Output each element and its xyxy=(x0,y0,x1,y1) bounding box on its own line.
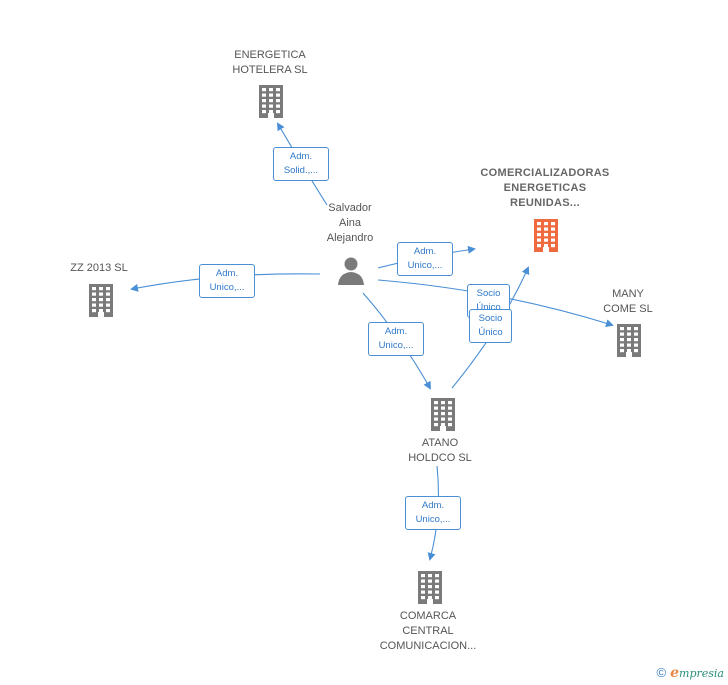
building-icon[interactable] xyxy=(415,570,445,604)
building-icon[interactable] xyxy=(614,323,644,357)
company-label-zz2013[interactable]: ZZ 2013 SL xyxy=(70,262,128,274)
building-icon[interactable] xyxy=(256,84,286,118)
empresia-watermark[interactable]: ©empresia xyxy=(657,665,724,681)
relation-label-zz2013[interactable]: Adm.Unico,... xyxy=(199,264,255,298)
relation-label-comarca[interactable]: Adm.Unico,... xyxy=(405,496,461,530)
relation-label-comercializadoras[interactable]: Adm.Unico,... xyxy=(397,242,453,276)
relation-label-energetica[interactable]: Adm.Solid.,... xyxy=(273,147,329,181)
building-icon[interactable] xyxy=(86,283,116,317)
copyright-icon: © xyxy=(656,665,667,680)
brand-logo: empresia xyxy=(670,665,724,681)
building-icon[interactable] xyxy=(428,397,458,431)
relation-label-atano[interactable]: Adm.Unico,... xyxy=(368,322,424,356)
building-icon-highlighted[interactable] xyxy=(531,218,561,252)
person-icon[interactable] xyxy=(336,256,366,286)
